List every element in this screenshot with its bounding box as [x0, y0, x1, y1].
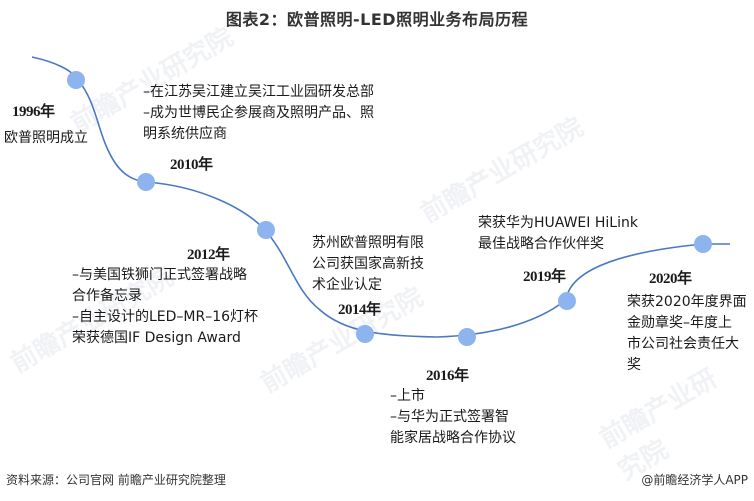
- milestone-year-2012: 2012年: [187, 247, 230, 263]
- chart-title: 图表2：欧普照明-LED照明业务布局历程: [225, 10, 529, 29]
- milestone-desc-2016: –上市 –与华为正式签署智 能家居战略合作协议: [390, 388, 516, 446]
- milestone-year-2010: 2010年: [170, 157, 213, 173]
- source-note: 资料来源：公司官网 前瞻产业研究院整理: [6, 473, 226, 487]
- milestone-desc-1996: 欧普照明成立: [4, 130, 88, 146]
- milestone-desc-2010: –在江苏吴江建立吴江工业园研发总部 –成为世博民企参展商及照明产品、照 明系统供…: [143, 84, 374, 142]
- milestone-desc-2019: 荣获华为HUAWEI HiLink 最佳战略合作伙伴奖: [478, 215, 638, 252]
- milestone-desc-2014: 苏州欧普照明有限 公司获国家高新技 术企业认定: [312, 235, 424, 293]
- milestone-year-1996: 1996年: [12, 104, 55, 120]
- milestone-desc-2012: –与美国铁狮门正式签署战略 合作备忘录 –自主设计的LED–MR–16灯杯 荣获…: [72, 267, 259, 346]
- node-2020: [694, 235, 712, 253]
- milestone-year-2019: 2019年: [523, 269, 566, 285]
- milestone-year-2014: 2014年: [338, 302, 381, 318]
- milestone-year-2020: 2020年: [649, 271, 692, 287]
- node-2019: [558, 292, 576, 310]
- node-2012: [257, 221, 275, 239]
- milestone-desc-2020: 荣获2020年度界面 金勋章奖–年度上 市公司社会责任大 奖: [627, 294, 747, 373]
- node-2010: [137, 173, 155, 191]
- node-2014: [356, 325, 374, 343]
- node-2016: [458, 328, 476, 346]
- node-1996: [67, 71, 85, 89]
- milestone-year-2016: 2016年: [426, 368, 469, 384]
- credit-note: @前瞻经济学人APP: [641, 473, 748, 487]
